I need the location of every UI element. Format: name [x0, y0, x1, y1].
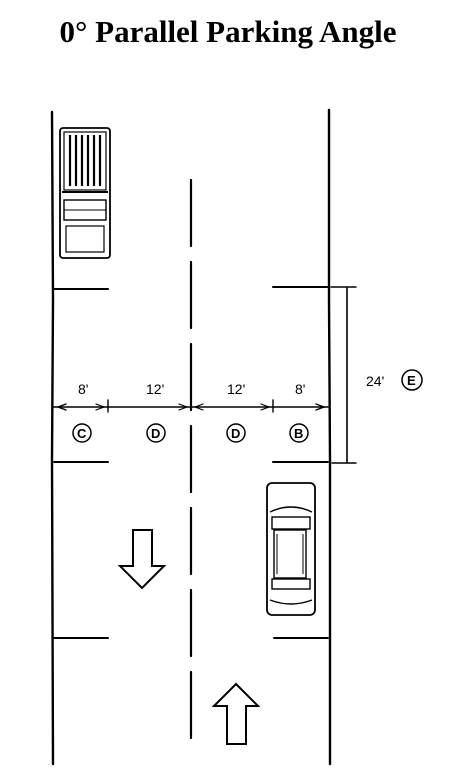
left-curb-line	[50, 110, 55, 766]
dim-stall-right: 8'	[295, 381, 305, 397]
dim-lane-left: 12'	[146, 381, 164, 397]
code-stall-length: E	[407, 373, 416, 388]
code-lane-left: D	[151, 426, 160, 441]
dim-stall-length: 24'	[366, 373, 384, 389]
dim-lane-right: 12'	[227, 381, 245, 397]
right-curb-line	[327, 108, 332, 766]
code-stall-left: C	[77, 426, 87, 441]
code-stall-right: B	[294, 426, 303, 441]
arrow-up-icon	[211, 682, 261, 745]
truck-icon	[59, 127, 111, 259]
code-lane-right: D	[231, 426, 240, 441]
page-title: 0° Parallel Parking Angle	[59, 14, 397, 49]
car-icon	[266, 482, 316, 616]
dim-stall-left: 8'	[78, 381, 88, 397]
arrow-down-icon	[117, 529, 167, 590]
